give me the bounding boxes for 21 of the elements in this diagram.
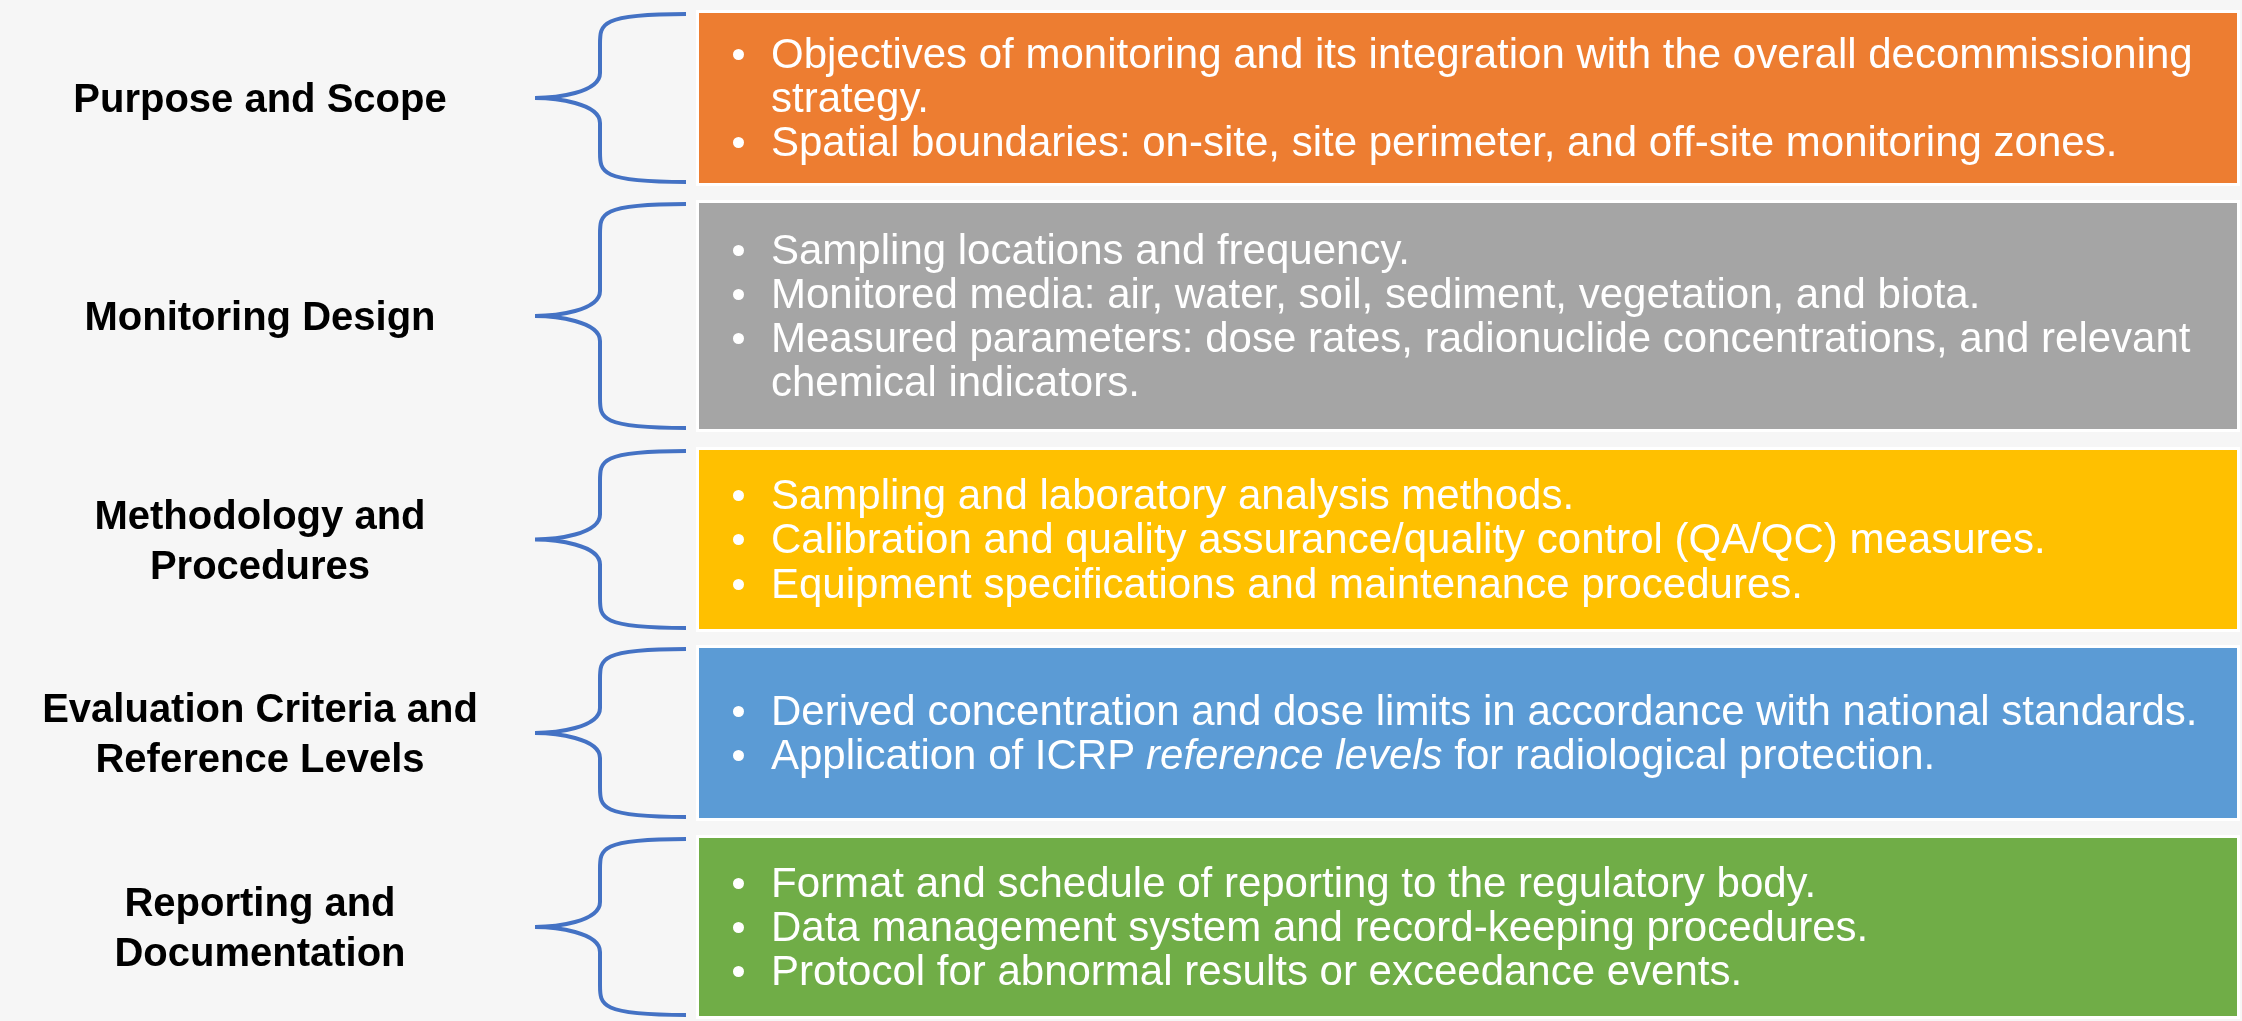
- bullet-text: Format and schedule of reporting to the regulatory body.: [727, 860, 2217, 905]
- section-heading: Monitoring Design: [83, 293, 437, 340]
- bullet-text: Derived concentration and dose limits in accordance with national standards.: [727, 688, 2217, 733]
- bullet-text: Sampling locations and frequency.: [727, 227, 2217, 272]
- text-panel: [696, 200, 2240, 432]
- section-heading: Purpose and Scope: [72, 75, 448, 122]
- text-panel: [696, 835, 2240, 1019]
- bullet-text: Calibration and quality assurance/quality control (QA/QC) measures.: [727, 517, 2217, 562]
- bullet-text: Equipment specifications and maintenance procedures.: [727, 561, 2217, 606]
- bullet-text: Measured parameters: dose rates, radionuclide concentrations, and relevant chemical indicators.: [727, 316, 2217, 405]
- section-heading: Methodology and Procedures: [93, 491, 427, 589]
- bullet-text: Sampling and laboratory analysis methods.: [727, 473, 2217, 518]
- text-panel: [696, 645, 2240, 821]
- bullet-text: Application of ICRP reference levels for radiological protection.: [727, 733, 2217, 778]
- bullet-text: Protocol for abnormal results or exceedance events.: [727, 949, 2217, 994]
- text-panel: [696, 447, 2240, 632]
- section-heading: Evaluation Criteria and Reference Levels: [41, 685, 479, 782]
- bullet-text: Objectives of monitoring and its integration with the overall decommissioning strategy.: [727, 31, 2217, 121]
- section-heading: Reporting and Documentation: [113, 879, 407, 976]
- text-panel: [696, 10, 2240, 186]
- bullet-text: Spatial boundaries: on-site, site perimeter, and off-site monitoring zones.: [727, 120, 2217, 165]
